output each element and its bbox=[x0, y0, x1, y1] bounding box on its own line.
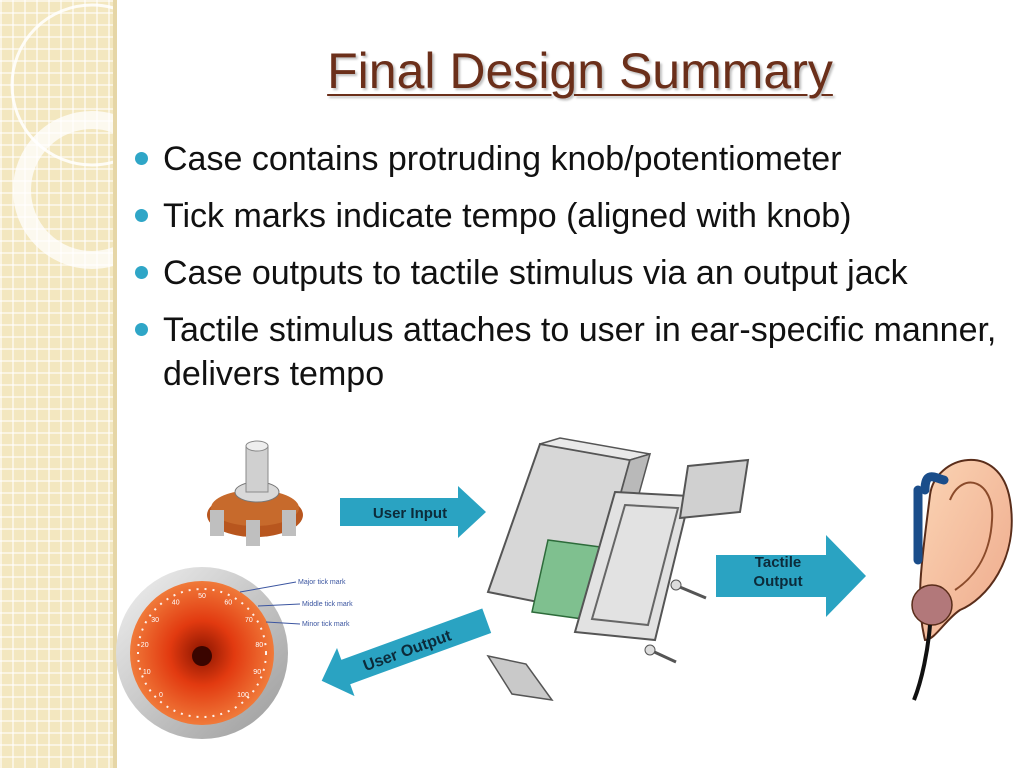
decorative-sidebar bbox=[0, 0, 113, 768]
bullet-list: Case contains protruding knob/potentiome… bbox=[135, 137, 1005, 409]
dial-tick-labels: 0 10 20 30 40 50 60 70 80 90 100 bbox=[141, 593, 263, 699]
dial-tick-label: 10 bbox=[143, 669, 151, 676]
bullet-text: Tick marks indicate tempo (aligned with … bbox=[163, 197, 852, 235]
minor-tick-annotation: Minor tick mark bbox=[302, 621, 350, 628]
bullet-item: Tick marks indicate tempo (aligned with … bbox=[135, 194, 1005, 238]
ear-with-stimulus-image bbox=[911, 458, 1013, 701]
dial-tick-label: 70 bbox=[245, 617, 253, 624]
middle-tick-annotation: Middle tick mark bbox=[302, 601, 353, 608]
dial-tick-label: 50 bbox=[198, 593, 206, 600]
dial-tick-label: 100 bbox=[237, 692, 249, 699]
bullet-icon bbox=[135, 266, 148, 279]
dial-tick-label: 90 bbox=[253, 669, 261, 676]
dial-tick-label: 60 bbox=[224, 599, 232, 606]
bullet-icon bbox=[135, 152, 148, 165]
user-input-label: User Input bbox=[373, 505, 447, 522]
tactile-output-arrow: Tactile Output bbox=[716, 535, 866, 617]
dial-tick-label: 30 bbox=[151, 617, 159, 624]
sidebar-rings bbox=[10, 3, 113, 269]
bullet-text: Case contains protruding knob/potentiome… bbox=[163, 140, 842, 178]
dial-tick-label: 20 bbox=[141, 642, 149, 649]
exploded-case-image bbox=[486, 437, 750, 702]
tactile-output-label-line2: Output bbox=[753, 573, 802, 590]
bullet-item: Case outputs to tactile stimulus via an … bbox=[135, 251, 1005, 295]
tempo-dial-image: Major tick mark Middle tick mark Minor t… bbox=[116, 567, 353, 739]
dial-tick-label: 80 bbox=[255, 642, 263, 649]
bullet-icon bbox=[135, 323, 148, 336]
bullet-item: Case contains protruding knob/potentiome… bbox=[135, 137, 1005, 181]
bullet-text: Case outputs to tactile stimulus via an … bbox=[163, 254, 908, 292]
major-tick-annotation: Major tick mark bbox=[298, 579, 346, 586]
bullet-icon bbox=[135, 209, 148, 222]
dial-tick-label: 40 bbox=[172, 599, 180, 606]
bullet-text: Tactile stimulus attaches to user in ear… bbox=[163, 311, 997, 393]
bullet-item: Tactile stimulus attaches to user in ear… bbox=[135, 308, 1005, 396]
user-input-arrow: User Input bbox=[340, 486, 486, 538]
tactile-output-label-line1: Tactile bbox=[755, 554, 801, 571]
slide-title: Final Design Summary bbox=[327, 43, 833, 99]
dial-tick-label: 0 bbox=[159, 692, 163, 699]
potentiometer-image bbox=[207, 440, 303, 546]
sidebar-edge bbox=[113, 0, 117, 768]
